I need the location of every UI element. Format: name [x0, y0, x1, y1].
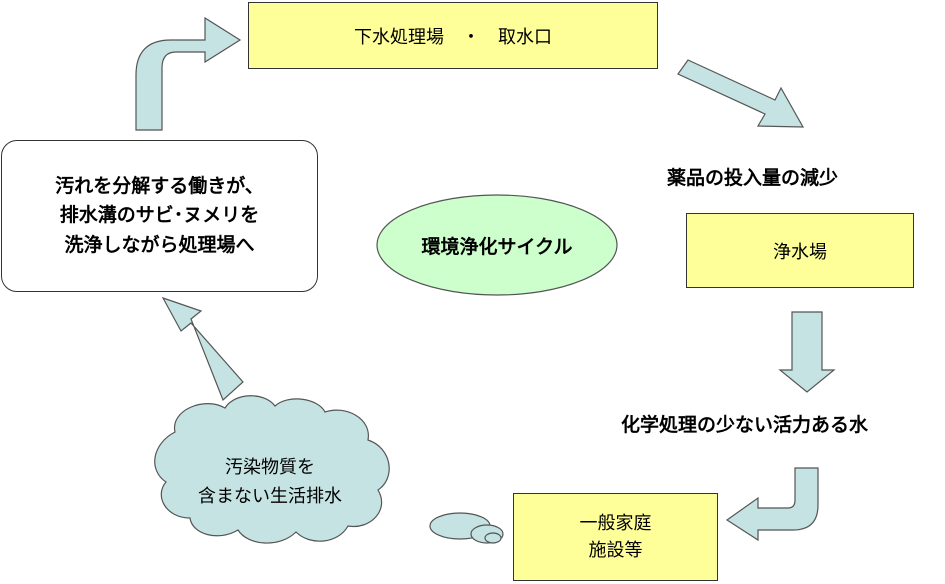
active-water-label: 化学処理の少ない活力ある水 — [621, 414, 869, 436]
cleaning-line1: 汚れを分解する働きが、 — [55, 174, 264, 197]
chemicals-reduction-label: 薬品の投入量の減少 — [667, 167, 839, 189]
cleaning-line3: 洗浄しながら処理場へ — [64, 233, 255, 256]
households-line1: 一般家庭 — [579, 513, 652, 534]
curved-arrow-down-left — [725, 467, 819, 542]
wastewater-text: 汚染物質を 含まない生活排水 — [180, 452, 360, 514]
wastewater-cloud — [154, 395, 390, 544]
water-purification-plant-box: 浄水場 — [686, 213, 914, 288]
arrow-down — [778, 311, 836, 393]
households-box: 一般家庭 施設等 — [513, 493, 718, 581]
curved-arrow-up-right — [135, 16, 242, 131]
diagonal-arrow-down-right — [677, 59, 805, 128]
wastewater-line1: 汚染物質を — [225, 457, 315, 479]
treatment-intake-box: 下水処理場 ・ 取水口 — [248, 2, 658, 69]
wastewater-line2: 含まない生活排水 — [198, 486, 342, 507]
treatment-intake-label: 下水処理場 ・ 取水口 — [354, 26, 552, 48]
center-cycle-text: 環境浄化サイクル — [421, 235, 573, 258]
cloud-bubble-small — [484, 532, 502, 544]
diagonal-arrow-up-left — [161, 296, 244, 402]
water-purification-plant-label: 浄水場 — [773, 241, 827, 263]
cleaning-line2: 排水溝のサビ･ヌメリを — [59, 204, 260, 227]
households-line2: 施設等 — [588, 540, 643, 561]
center-cycle-label: 環境浄化サイクル — [377, 225, 617, 265]
center-ellipse — [376, 194, 618, 296]
cleaning-description-box: 汚れを分解する働きが、 排水溝のサビ･ヌメリを 洗浄しながら処理場へ — [1, 140, 318, 292]
